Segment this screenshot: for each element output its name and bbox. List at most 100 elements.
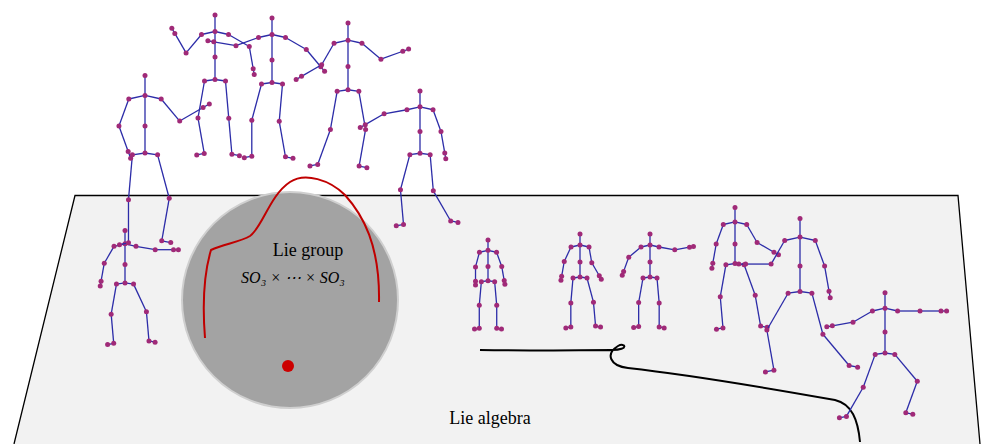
joint bbox=[771, 250, 776, 255]
joint bbox=[626, 255, 631, 260]
joint bbox=[213, 13, 218, 18]
joint bbox=[837, 415, 842, 420]
joint bbox=[809, 291, 814, 296]
joint bbox=[332, 41, 337, 46]
joint bbox=[428, 152, 433, 157]
joint bbox=[733, 205, 738, 210]
joint bbox=[883, 290, 888, 295]
joint bbox=[223, 79, 228, 84]
joint bbox=[363, 122, 368, 127]
joint bbox=[133, 244, 138, 249]
joint bbox=[847, 363, 852, 368]
joint bbox=[620, 273, 625, 278]
bone bbox=[271, 35, 272, 61]
plane-fill bbox=[14, 195, 980, 444]
bone bbox=[279, 121, 285, 156]
joint bbox=[479, 279, 484, 284]
bone bbox=[799, 237, 800, 266]
joint bbox=[382, 111, 387, 116]
joint bbox=[237, 153, 242, 158]
bone bbox=[720, 265, 726, 297]
joint bbox=[167, 196, 172, 201]
joint bbox=[562, 259, 567, 264]
joint bbox=[259, 82, 264, 87]
bone bbox=[347, 23, 348, 40]
bone bbox=[306, 50, 320, 67]
bone bbox=[747, 225, 757, 243]
bone bbox=[198, 118, 204, 153]
bone bbox=[884, 308, 885, 332]
joint bbox=[126, 149, 131, 154]
joint bbox=[648, 243, 653, 248]
bone bbox=[175, 33, 186, 52]
joint bbox=[431, 188, 436, 193]
joint bbox=[153, 247, 158, 252]
bone bbox=[226, 81, 229, 118]
joint bbox=[159, 238, 164, 243]
joint bbox=[290, 156, 295, 161]
joint bbox=[824, 324, 829, 329]
joint bbox=[733, 242, 738, 247]
joint bbox=[631, 325, 636, 330]
joint bbox=[691, 244, 696, 249]
joint bbox=[328, 127, 333, 132]
joint bbox=[591, 300, 596, 305]
bone bbox=[186, 35, 201, 53]
joint bbox=[418, 151, 423, 156]
joint bbox=[558, 278, 563, 283]
joint bbox=[657, 300, 662, 305]
joint bbox=[648, 232, 653, 237]
joint bbox=[477, 250, 482, 255]
joint bbox=[723, 262, 728, 267]
bone bbox=[111, 284, 116, 314]
joint bbox=[407, 152, 412, 157]
bone bbox=[229, 118, 232, 154]
bone bbox=[236, 38, 259, 46]
joint bbox=[322, 69, 327, 74]
joint bbox=[199, 32, 204, 37]
joint bbox=[256, 35, 261, 40]
bone bbox=[906, 381, 917, 413]
joint bbox=[109, 312, 114, 317]
joint bbox=[270, 32, 275, 37]
bone bbox=[144, 126, 145, 153]
joint bbox=[102, 261, 107, 266]
bone bbox=[755, 295, 760, 326]
bone bbox=[158, 155, 170, 198]
algebra-curve bbox=[480, 345, 860, 442]
joint bbox=[798, 235, 803, 240]
joint bbox=[598, 325, 603, 330]
bone bbox=[302, 65, 322, 77]
joint bbox=[827, 289, 832, 294]
joint bbox=[786, 291, 791, 296]
joint bbox=[721, 222, 726, 227]
bone bbox=[863, 354, 875, 387]
bone bbox=[649, 245, 650, 262]
bone bbox=[249, 47, 253, 69]
joint bbox=[486, 237, 491, 242]
joint bbox=[636, 300, 641, 305]
joint bbox=[126, 197, 131, 202]
joint bbox=[270, 80, 275, 85]
joint bbox=[202, 79, 207, 84]
joint bbox=[346, 38, 351, 43]
identity-point bbox=[282, 360, 294, 372]
joint bbox=[883, 351, 888, 356]
joint bbox=[743, 262, 748, 267]
bone bbox=[812, 293, 823, 334]
joint bbox=[251, 66, 256, 71]
pose-skeleton bbox=[169, 13, 256, 159]
joint bbox=[270, 16, 275, 21]
joint bbox=[578, 275, 583, 280]
joint bbox=[830, 323, 835, 328]
bone bbox=[895, 354, 917, 381]
pose-skeleton bbox=[824, 290, 949, 420]
bone bbox=[119, 99, 129, 126]
plane-label: Lie algebra bbox=[449, 408, 530, 429]
joint bbox=[346, 64, 351, 69]
joint bbox=[233, 43, 238, 48]
bone bbox=[144, 76, 145, 96]
joint bbox=[357, 164, 362, 169]
joint bbox=[277, 119, 282, 124]
bone bbox=[825, 266, 829, 291]
